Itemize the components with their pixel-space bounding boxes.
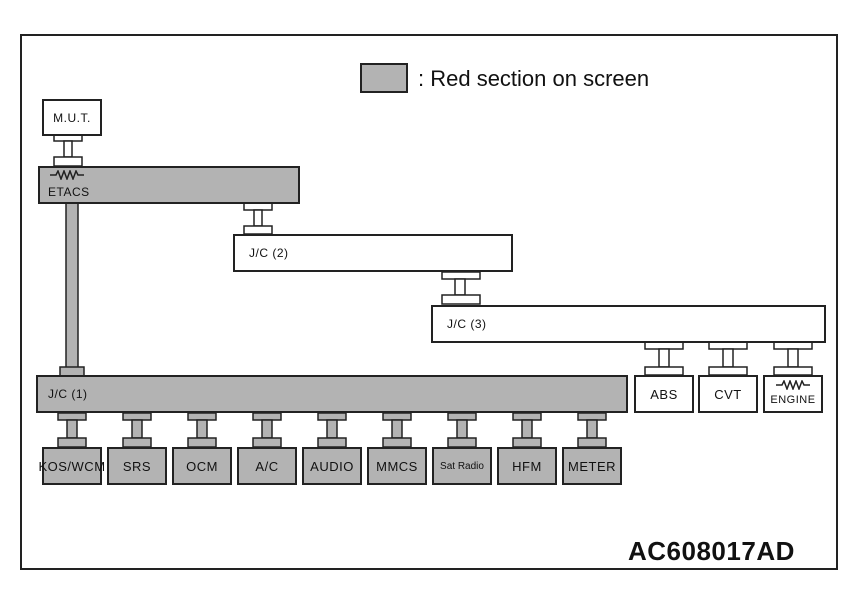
- jc1-module-connectors: [57, 412, 607, 448]
- module-label: Sat Radio: [440, 460, 484, 472]
- etacs-label: ETACS: [48, 185, 90, 199]
- module-meter: METER: [562, 447, 622, 485]
- module-label: SRS: [122, 458, 152, 474]
- connector-jc1-module: [382, 412, 412, 448]
- connector-jc1-module: [57, 412, 87, 448]
- cvt-box: CVT: [698, 375, 758, 413]
- abs-label: ABS: [650, 386, 678, 402]
- module-label: OCM: [186, 458, 218, 474]
- jc1-box: J/C (1): [36, 375, 628, 413]
- connector-jc2-jc3: [441, 271, 481, 305]
- module-sat-radio: Sat Radio: [432, 447, 492, 485]
- resistor-icon: [776, 380, 810, 390]
- legend-swatch: [360, 63, 408, 93]
- resistor-icon: [50, 170, 84, 180]
- connector-jc1-module: [447, 412, 477, 448]
- module-srs: SRS: [107, 447, 167, 485]
- connector-jc3-abs: [644, 341, 684, 376]
- connector-jc3-engine: [773, 341, 813, 376]
- module-mmcs: MMCS: [367, 447, 427, 485]
- module-a-c: A/C: [237, 447, 297, 485]
- connector-jc3-cvt: [708, 341, 748, 376]
- connector-jc1-module: [577, 412, 607, 448]
- engine-box: ENGINE: [763, 375, 823, 413]
- module-label: KOS/WCM: [38, 458, 106, 474]
- connector-jc1-module: [252, 412, 282, 448]
- module-kos-wcm: KOS/WCM: [38, 447, 105, 485]
- connector-jc1-module: [122, 412, 152, 448]
- diagram-frame: [20, 34, 838, 570]
- abs-box: ABS: [634, 375, 694, 413]
- connector-jc1-module: [187, 412, 217, 448]
- module-label: HFM: [512, 458, 542, 474]
- module-audio: AUDIO: [302, 447, 362, 485]
- jc2-box: J/C (2): [233, 234, 513, 272]
- mut-box: M.U.T.: [42, 99, 102, 136]
- figure-code: AC608017AD: [628, 536, 795, 566]
- module-label: MMCS: [376, 458, 418, 474]
- module-label: AUDIO: [310, 458, 354, 474]
- jc3-label: J/C (3): [447, 317, 487, 331]
- jc2-label: J/C (2): [249, 246, 289, 260]
- jc3-box: J/C (3): [431, 305, 826, 343]
- mut-label: M.U.T.: [53, 110, 91, 125]
- module-label: METER: [568, 458, 616, 474]
- module-ocm: OCM: [172, 447, 232, 485]
- cvt-label: CVT: [714, 386, 742, 402]
- engine-label: ENGINE: [770, 394, 816, 406]
- jc1-label: J/C (1): [48, 387, 88, 401]
- etacs-jc1-link: [59, 202, 85, 377]
- connector-jc1-module: [512, 412, 542, 448]
- connector-mut-etacs: [53, 134, 83, 167]
- legend-text: : Red section on screen: [418, 66, 650, 91]
- module-hfm: HFM: [497, 447, 557, 485]
- connector-jc1-module: [317, 412, 347, 448]
- etacs-box: ETACS: [38, 166, 300, 204]
- connector-etacs-jc2: [243, 202, 273, 235]
- module-label: A/C: [255, 458, 279, 474]
